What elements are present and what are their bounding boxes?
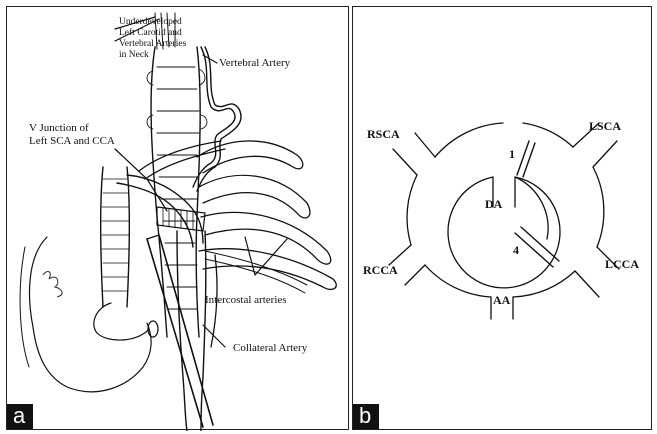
- panel-a: Underdeveloped Left Carotid and Vertebra…: [6, 6, 349, 430]
- label-underdeveloped-line3: Vertebral Arteries: [119, 39, 186, 49]
- panel-b-tag: b: [353, 404, 379, 429]
- label-v-junction-line2: Left SCA and CCA: [29, 135, 115, 147]
- label-lsca: LSCA: [589, 119, 621, 134]
- label-ligation-4: 4: [513, 243, 519, 258]
- artist-signature: [43, 272, 62, 297]
- label-vertebral-artery: Vertebral Artery: [219, 57, 290, 69]
- label-rsca: RSCA: [367, 127, 400, 142]
- panel-a-tag: a: [7, 404, 33, 429]
- label-rcca: RCCA: [363, 263, 398, 278]
- label-ligation-1: 1: [509, 147, 515, 162]
- label-collateral-artery: Collateral Artery: [233, 342, 307, 354]
- double-arch-schematic: [353, 7, 653, 431]
- anatomy-drawing: [7, 7, 350, 431]
- label-underdeveloped-line2: Left Carotid and: [119, 28, 182, 38]
- label-aa: AA: [493, 293, 510, 308]
- label-underdeveloped-line4: in Neck: [119, 50, 149, 60]
- label-lcca: LCCA: [605, 257, 639, 272]
- panel-b: RSCA LSCA RCCA LCCA DA AA 1 4 b: [352, 6, 652, 430]
- label-intercostal-arteries: Intercostal arteries: [205, 294, 287, 306]
- label-da: DA: [485, 197, 502, 212]
- label-underdeveloped-line1: Underdeveloped: [119, 17, 182, 27]
- label-v-junction-line1: V Junction of: [29, 122, 89, 134]
